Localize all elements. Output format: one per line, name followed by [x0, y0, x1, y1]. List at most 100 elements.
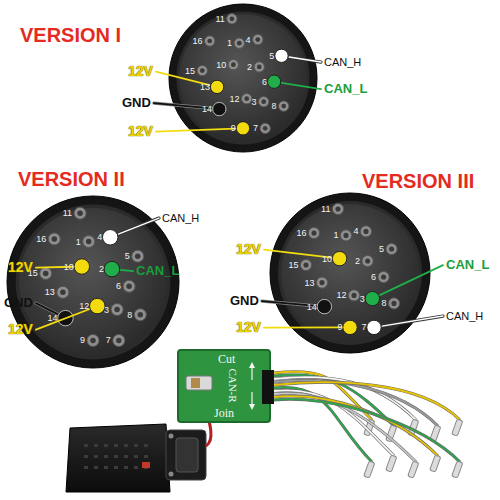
pin — [83, 236, 95, 248]
signal-pin-dot — [317, 299, 331, 313]
pin-number: 12 — [332, 290, 346, 300]
signal-label: CAN_L — [324, 82, 367, 96]
pin-number: 9 — [328, 322, 342, 332]
vent-hole — [134, 444, 138, 447]
pin-hole — [351, 293, 356, 298]
pin-number: 3 — [243, 97, 257, 107]
leader-line — [156, 129, 235, 132]
pin-number: 11 — [211, 14, 225, 24]
pin-hole — [77, 210, 83, 216]
switch-label: CAN-R — [226, 368, 237, 402]
version-title: VERSION II — [18, 168, 125, 190]
pin-hole — [311, 230, 316, 235]
pin-hole — [257, 65, 262, 70]
pin — [48, 233, 60, 245]
signal-pin-dot — [90, 298, 105, 313]
signal-label: 12V — [8, 322, 33, 337]
pin-hole — [363, 229, 368, 234]
vent-hole — [114, 444, 118, 447]
pin — [123, 280, 135, 292]
pin-number: 15 — [181, 66, 195, 76]
signal-label: 12V — [236, 320, 261, 335]
vent-hole — [104, 455, 108, 458]
pin-number: 6 — [107, 281, 121, 291]
signal-pin-dot — [267, 75, 280, 88]
pin-number: 7 — [244, 123, 258, 133]
signal-pin-dot — [102, 230, 117, 245]
pin-number: 5 — [260, 51, 274, 61]
pin-hole — [43, 271, 49, 277]
pin-number: 15 — [284, 260, 298, 270]
vent-hole — [84, 455, 88, 458]
leader-line — [382, 316, 443, 326]
pin-number: 6 — [362, 272, 376, 282]
leader-line-outline — [36, 303, 58, 314]
pin-number: 1 — [324, 230, 338, 240]
pin-number: 5 — [370, 244, 384, 254]
leader-line — [118, 218, 159, 234]
connector-shell — [270, 193, 430, 353]
connector-face: 12345678910111213141516 — [270, 193, 430, 353]
pin-number: 8 — [263, 101, 277, 111]
pin-hole — [343, 233, 348, 238]
vent-hole — [134, 466, 138, 469]
signal-label: CAN_L — [136, 264, 179, 278]
pin-number: 16 — [292, 228, 306, 238]
vent-hole — [124, 455, 128, 458]
signal-pin-dot — [236, 122, 249, 135]
led — [142, 462, 150, 468]
pin — [197, 65, 207, 75]
leader-line-outline — [118, 218, 159, 234]
pin — [57, 286, 69, 298]
pin-number: 11 — [316, 204, 330, 214]
pin-number: 9 — [71, 335, 85, 345]
pin — [253, 34, 263, 44]
pin — [228, 60, 238, 70]
connector-face: 12345678910111213141516 — [7, 196, 179, 368]
pcb-board — [178, 350, 274, 422]
signal-label: CAN_L — [446, 258, 489, 272]
leader-line — [264, 250, 332, 258]
wire-terminal — [386, 455, 397, 472]
signal-label: CAN_H — [162, 212, 199, 224]
pin — [378, 271, 389, 282]
pin — [134, 309, 146, 321]
vent-hole — [114, 455, 118, 458]
pin-hole — [365, 258, 370, 263]
pin — [40, 267, 52, 279]
pin-hole — [86, 239, 92, 245]
pin-number: 12 — [75, 301, 89, 311]
pin-hole — [263, 126, 268, 131]
pin-number: 14 — [303, 302, 317, 312]
pin-number: 1 — [67, 237, 81, 247]
signal-pin-dot — [332, 251, 346, 265]
vent-hole — [134, 455, 138, 458]
pin — [259, 97, 269, 107]
pin-hole — [244, 96, 249, 101]
signal-pin-dot — [104, 261, 119, 276]
signal-label: 12V — [236, 242, 261, 257]
pin-hole — [207, 39, 212, 44]
connector-face — [179, 14, 306, 141]
signal-pin-dot — [210, 80, 223, 93]
pin-hole — [231, 62, 236, 67]
pin-number: 3 — [95, 305, 109, 315]
pin-number: 10 — [318, 254, 332, 264]
vent-hole — [94, 444, 98, 447]
pin-number: 12 — [226, 94, 240, 104]
switch-body — [186, 376, 212, 390]
pin — [74, 207, 86, 219]
wire-terminal — [364, 461, 375, 478]
signal-pin-dot — [367, 320, 381, 334]
pin-number: 1 — [218, 38, 232, 48]
pin-number: 5 — [116, 251, 130, 261]
pin — [227, 14, 237, 24]
pin-hole — [90, 338, 96, 344]
pin-number: 14 — [43, 313, 57, 323]
wire-outline — [274, 396, 438, 456]
pin — [360, 226, 371, 237]
signal-pin-dot — [343, 320, 357, 334]
signal-label: GND — [4, 296, 33, 310]
pin-number: 14 — [198, 104, 212, 114]
